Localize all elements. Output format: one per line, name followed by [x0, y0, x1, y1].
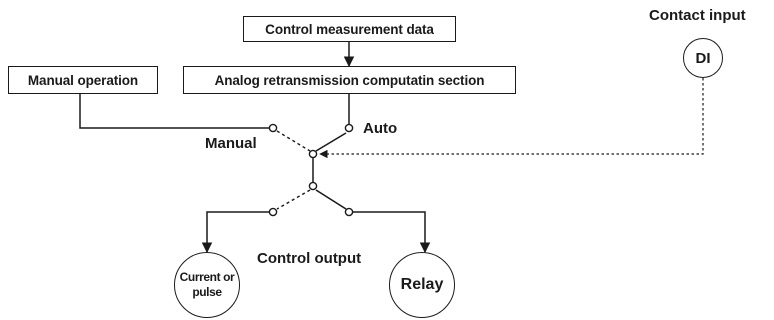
terminal-switch-common	[308, 149, 318, 159]
auto-label: Auto	[363, 120, 398, 137]
contact-input-circle: DI	[683, 38, 723, 78]
terminal-current	[268, 207, 278, 217]
terminal-auto	[344, 123, 354, 133]
relay-output-text: Relay	[400, 276, 444, 293]
switch-manual-arm	[276, 130, 311, 152]
manual-label: Manual	[205, 135, 257, 152]
wire-to-current-output	[201, 211, 270, 254]
control-output-label: Control output	[257, 250, 362, 267]
terminal-output-common	[308, 181, 318, 191]
terminal-relay	[344, 207, 354, 217]
manual-operation-box: Manual operation	[8, 66, 158, 94]
manual-operation-label: Manual operation	[27, 72, 139, 88]
contact-input-di-text: DI	[695, 49, 711, 67]
switch-auto-arm	[315, 132, 347, 152]
current-pulse-output-circle: Current or pulse	[174, 252, 240, 318]
terminal-manual	[268, 123, 278, 133]
current-output-text-line1: Current or	[179, 270, 235, 284]
switch-relay-arm	[315, 189, 347, 210]
analog-retransmission-box: Analog retransmission computatin section	[183, 66, 516, 94]
switch-current-arm	[276, 189, 311, 210]
wire-contact-input-dotted	[319, 78, 704, 159]
wire-to-relay-output	[353, 211, 431, 254]
analog-retransmission-label: Analog retransmission computatin section	[214, 72, 485, 88]
wire-manual-operation	[79, 94, 270, 129]
current-output-text-line2: pulse	[192, 285, 222, 299]
control-measurement-box: Control measurement data	[243, 16, 456, 42]
contact-input-label: Contact input	[649, 7, 746, 24]
relay-output-circle: Relay	[389, 252, 455, 318]
control-measurement-label: Control measurement data	[265, 21, 434, 37]
